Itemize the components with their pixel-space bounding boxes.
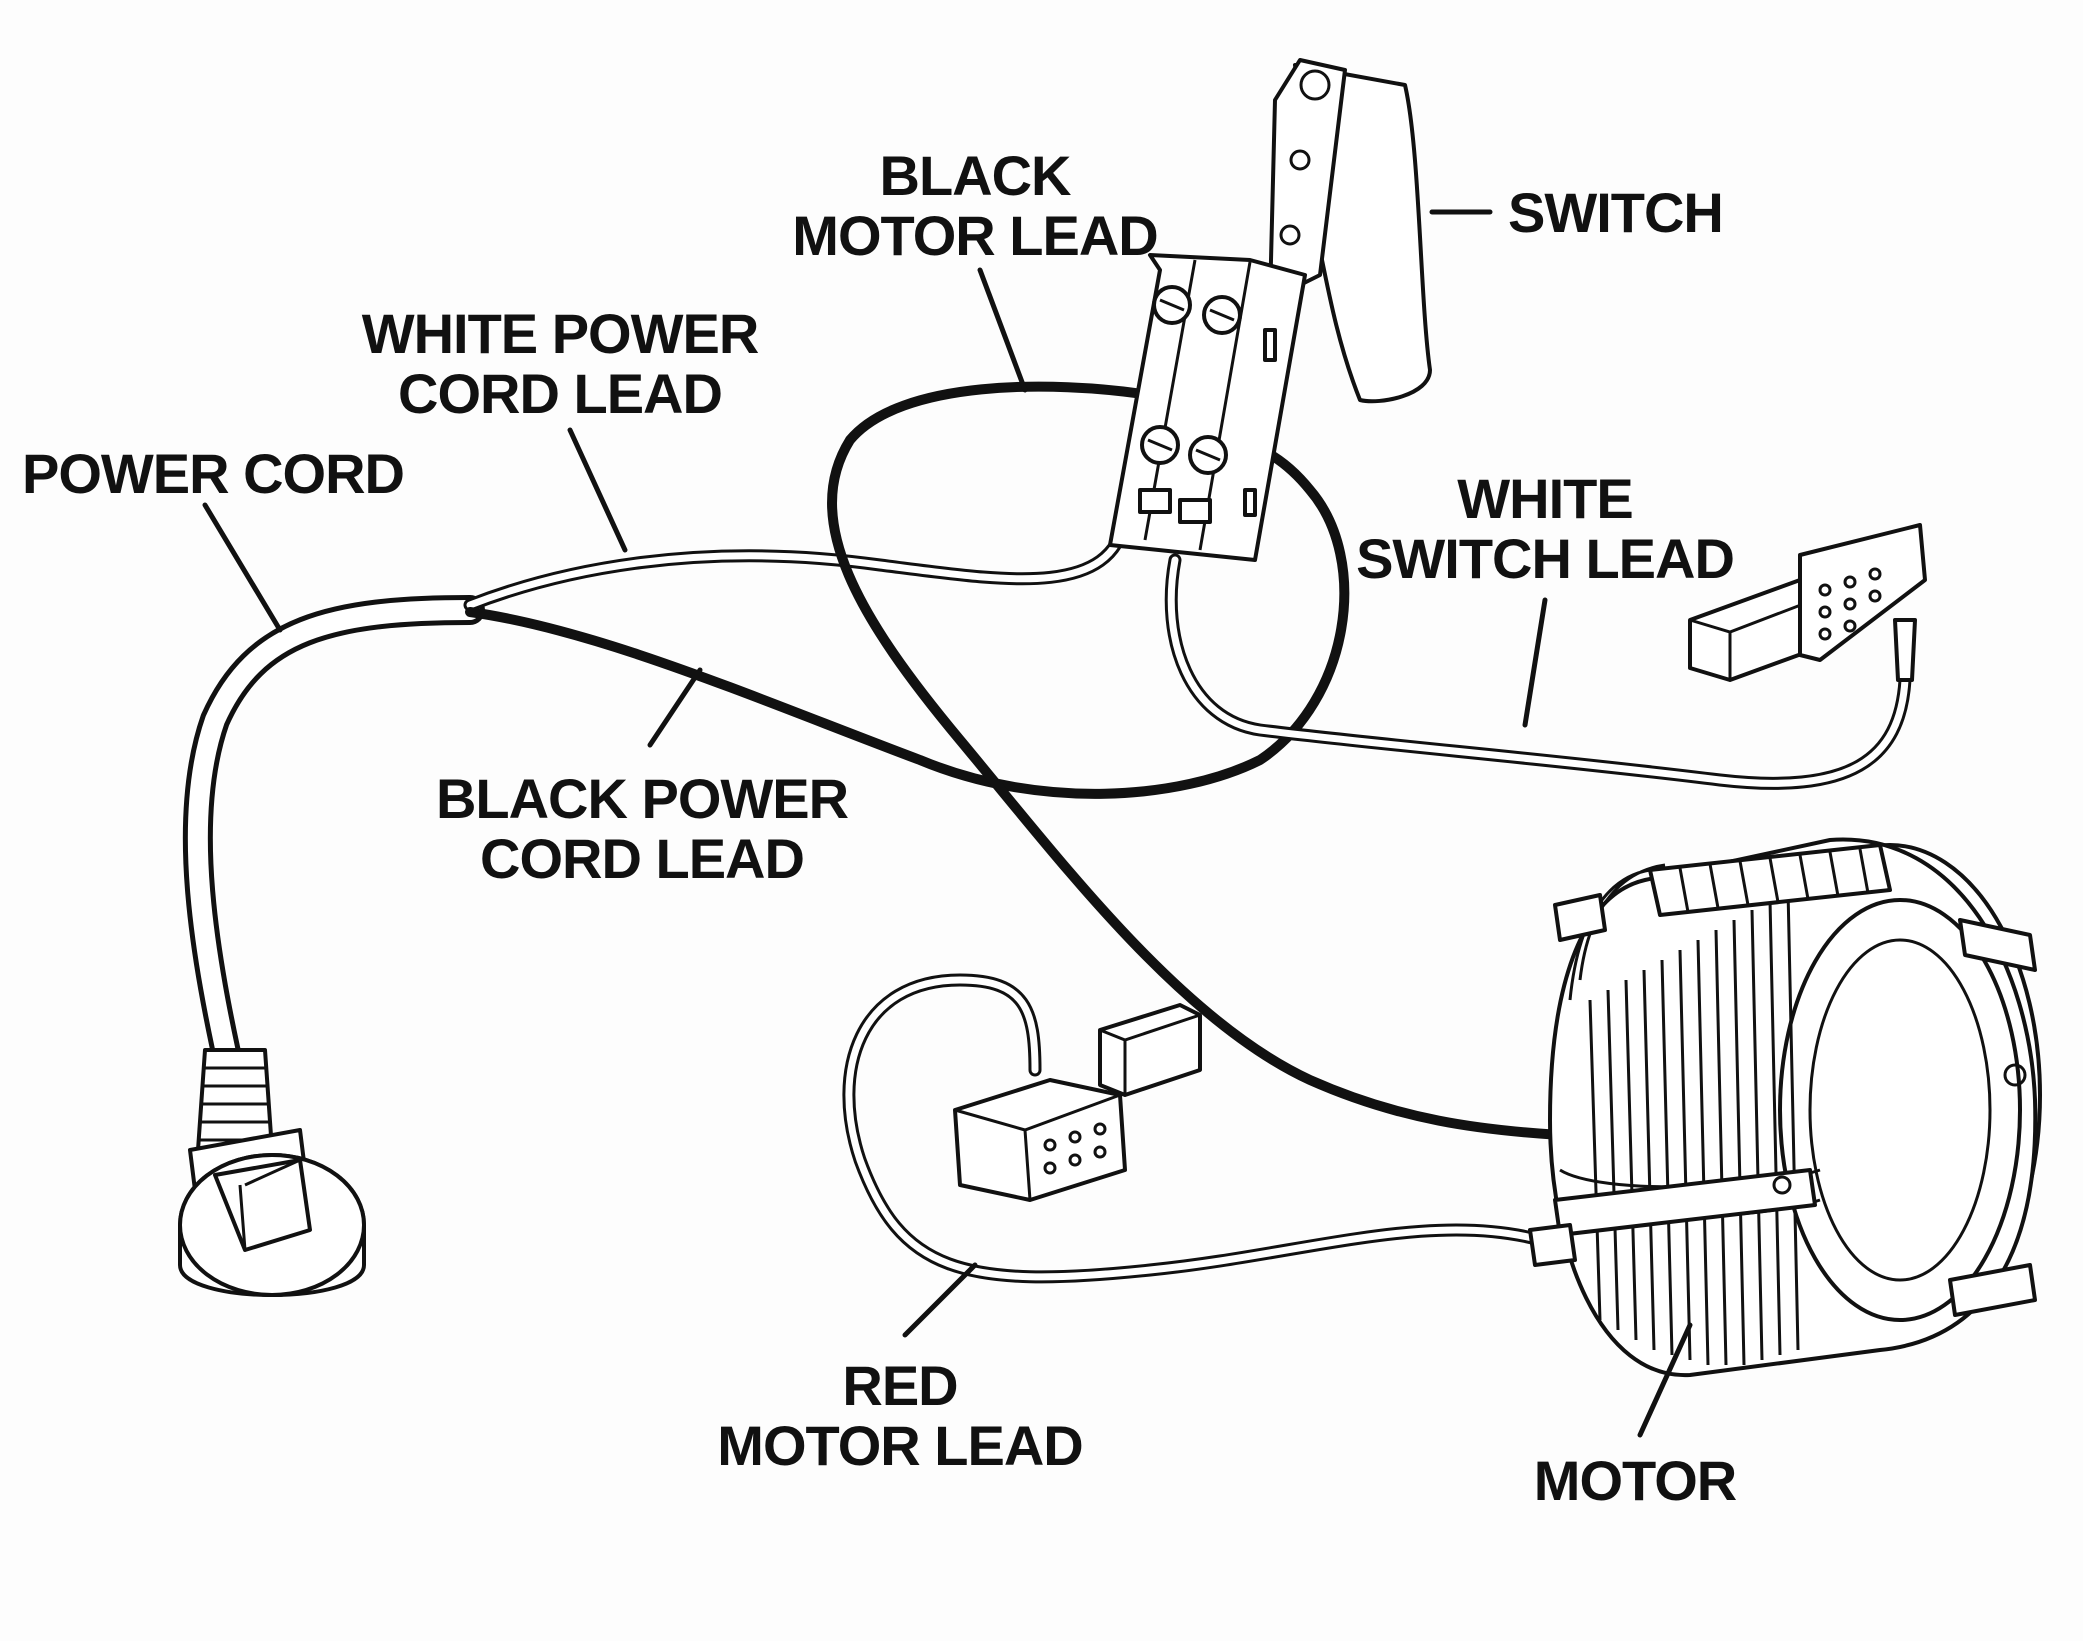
label-black-motor-lead-line1: BLACK [880, 144, 1072, 207]
label-switch: SWITCH [1508, 181, 1723, 244]
label-black-power-cord-lead-line2: CORD LEAD [480, 827, 804, 890]
power-plug [178, 1048, 366, 1297]
leader-motor [1637, 1322, 1693, 1438]
motor-field [1528, 837, 2042, 1378]
white-switch-lead-wire [1164, 553, 1912, 790]
label-white-switch-lead-line1: WHITE [1457, 467, 1632, 530]
switch-body [1108, 58, 1432, 562]
red-motor-lead-wire [842, 973, 1547, 1284]
label-white-power-cord-lead-line2: CORD LEAD [398, 362, 722, 425]
white-power-cord-lead-wire [463, 513, 1132, 612]
label-motor: MOTOR [1534, 1449, 1737, 1512]
label-power-cord: POWER CORD [22, 442, 404, 505]
label-white-power-cord-lead-line1: WHITE POWER [362, 302, 759, 365]
label-black-motor-lead-line2: MOTOR LEAD [792, 204, 1157, 267]
leader-power-cord [202, 502, 283, 633]
label-red-motor-lead-line2: MOTOR LEAD [717, 1414, 1082, 1477]
black-motor-lead-wire [827, 381, 1565, 1140]
switch-lead-connector [1688, 523, 1927, 682]
motor-lead-connector [953, 1003, 1202, 1202]
leader-white-power-cord-lead [567, 427, 628, 553]
leader-black-power-cord-lead [647, 667, 703, 748]
power-cord-cable [182, 595, 485, 1095]
leader-red-motor-lead [902, 1262, 978, 1338]
label-white-switch-lead-line2: SWITCH LEAD [1356, 527, 1734, 590]
black-power-cord-lead-wire [465, 425, 1350, 799]
label-red-motor-lead-line1: RED [842, 1354, 957, 1417]
label-black-power-cord-lead-line1: BLACK POWER [436, 767, 849, 830]
leader-black-motor-lead [977, 267, 1028, 393]
leader-white-switch-lead [1522, 597, 1548, 728]
leader-lines [202, 209, 1693, 1438]
